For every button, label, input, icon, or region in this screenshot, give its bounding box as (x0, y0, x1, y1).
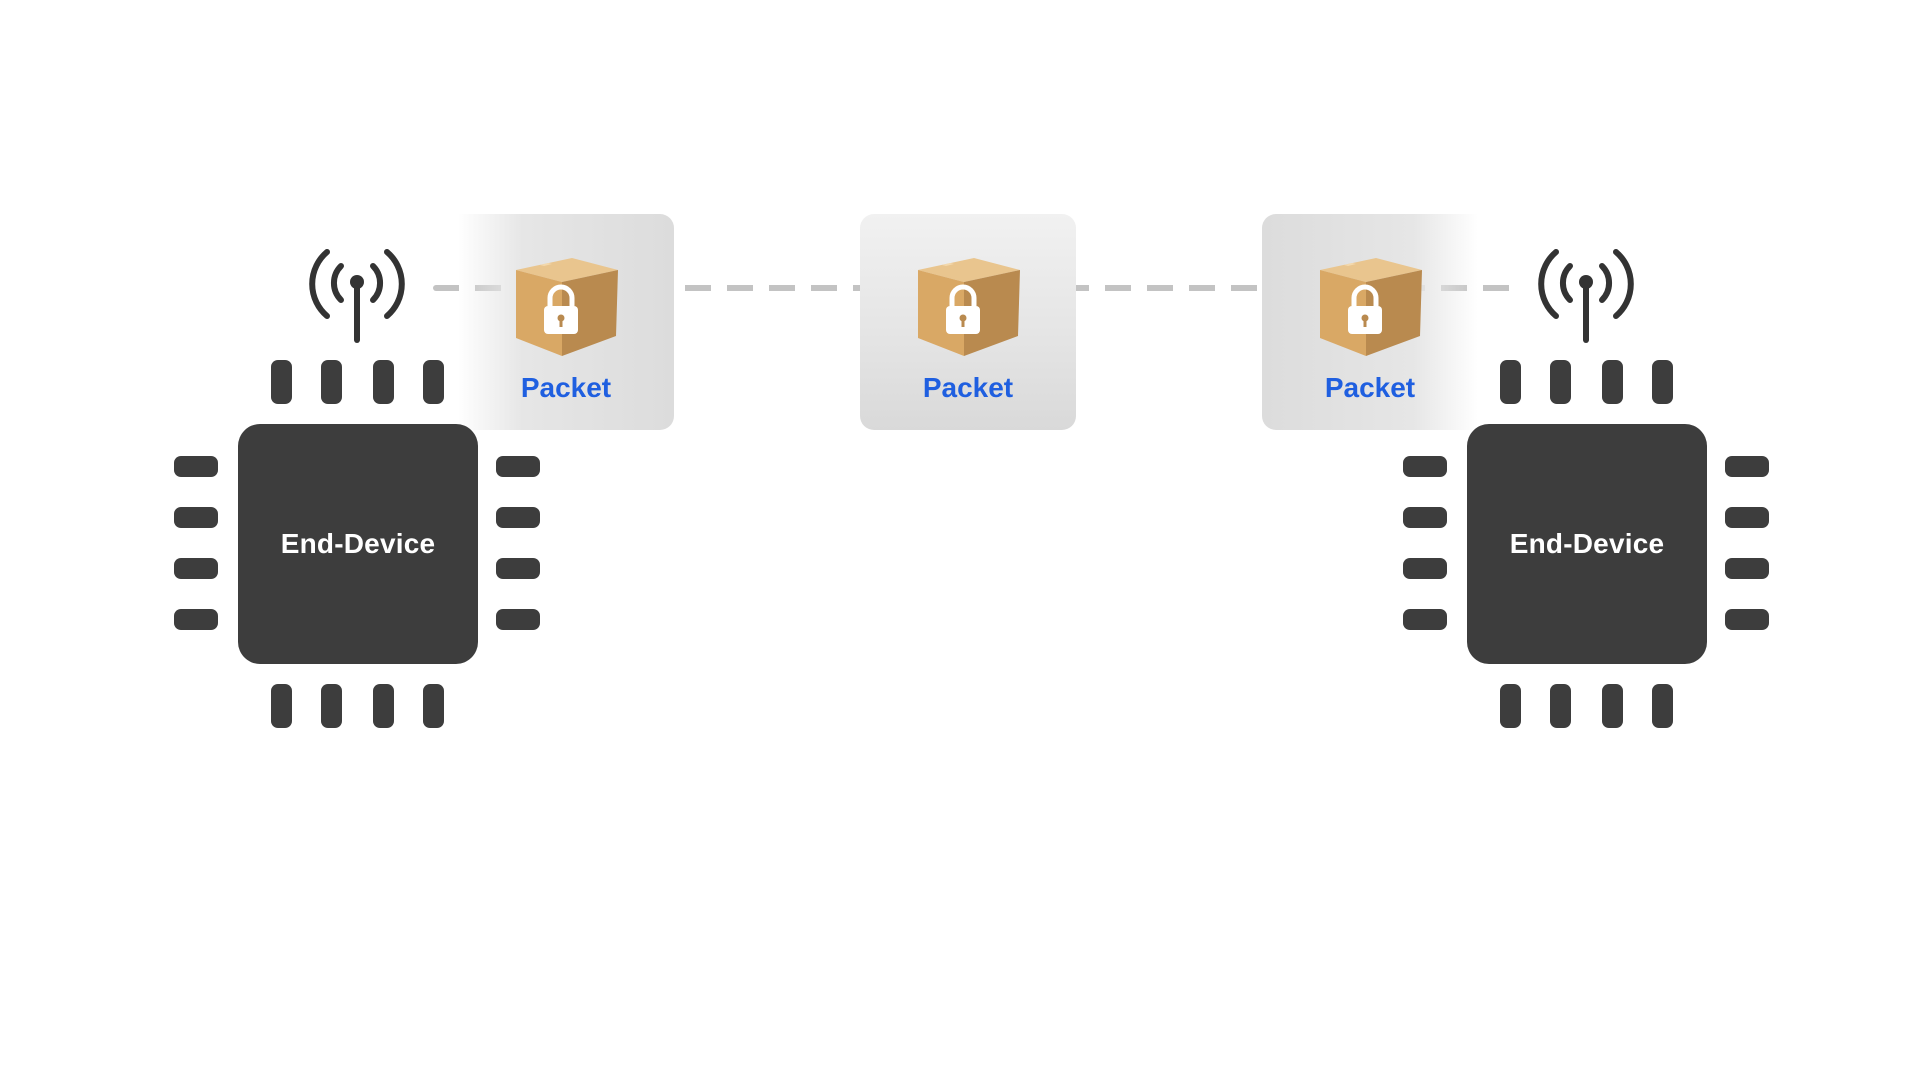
chip-pin (174, 456, 218, 477)
chip-core: End-Device (238, 424, 478, 664)
chip-pin (1550, 360, 1571, 404)
chip-pin (1602, 360, 1623, 404)
locked-box-icon (1320, 258, 1422, 356)
chip-pin (1500, 360, 1521, 404)
chip-pin (1403, 507, 1447, 528)
chip-pin (321, 684, 342, 728)
chip-pin (496, 558, 540, 579)
packet-card: Packet (458, 214, 674, 430)
chip-pin (1725, 456, 1769, 477)
chip-pin (1725, 507, 1769, 528)
chip-core: End-Device (1467, 424, 1707, 664)
chip-pin (174, 507, 218, 528)
end-device-chip: End-Device (1401, 360, 1773, 728)
antenna-icon (309, 249, 405, 343)
chip-pin (321, 360, 342, 404)
packet-label: Packet (1324, 372, 1416, 403)
chip-pin (1500, 684, 1521, 728)
device-label: End-Device (1509, 528, 1665, 559)
packet-label: Packet (520, 372, 612, 403)
chip-pin (1550, 684, 1571, 728)
chip-pin (1403, 558, 1447, 579)
end-device-chip: End-Device (172, 360, 544, 728)
chip-pin (271, 684, 292, 728)
chip-pin (1725, 558, 1769, 579)
chip-pin (1652, 360, 1673, 404)
chip-pin (1652, 684, 1673, 728)
chip-pin (1403, 456, 1447, 477)
device-label: End-Device (280, 528, 436, 559)
chip-pin (1403, 609, 1447, 630)
packet-card: Packet (860, 214, 1076, 430)
chip-pin (423, 360, 444, 404)
antenna-icon (1538, 249, 1634, 343)
chip-pin (1602, 684, 1623, 728)
chip-pin (1725, 609, 1769, 630)
chip-pin (496, 609, 540, 630)
packet-label: Packet (922, 372, 1014, 403)
chip-pin (174, 558, 218, 579)
chip-pin (496, 507, 540, 528)
chip-pin (271, 360, 292, 404)
chip-pin (496, 456, 540, 477)
chip-pin (373, 360, 394, 404)
locked-box-icon (516, 258, 618, 356)
chip-pin (373, 684, 394, 728)
chip-pin (174, 609, 218, 630)
locked-box-icon (918, 258, 1020, 356)
packet-card: Packet (1262, 214, 1478, 430)
chip-pin (423, 684, 444, 728)
